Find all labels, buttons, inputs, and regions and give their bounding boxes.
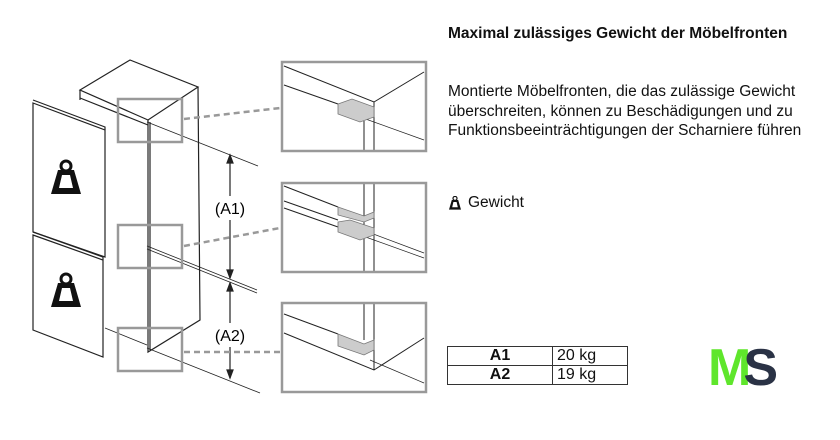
weight-icon [51, 272, 81, 307]
ms-logo: MS [708, 339, 778, 397]
weight-icon [51, 159, 81, 194]
table-key: A1 [447, 346, 553, 366]
table-value: 20 kg [552, 346, 628, 366]
hinge-detail-middle [280, 181, 428, 274]
label-a2: (A2) [215, 328, 245, 345]
table-value: 19 kg [552, 365, 628, 385]
hinge-detail-bottom [280, 301, 428, 394]
legend-label: Gewicht [468, 194, 524, 211]
section-heading: Maximal zulässiges Gewicht der Möbelfron… [448, 25, 788, 42]
table-key: A2 [447, 365, 553, 385]
hinge-highlight-middle [116, 223, 184, 270]
weight-icon [449, 196, 461, 210]
hinge-detail-top [280, 60, 428, 153]
fridge-installation-diagram: (A1) (A2) [32, 59, 428, 394]
cabinet [78, 59, 201, 354]
table-row: A1 20 kg [447, 346, 628, 366]
legend: Gewicht [448, 194, 524, 212]
hinge-highlight-top [116, 97, 184, 144]
table-row: A2 19 kg [447, 365, 628, 385]
hinge-highlight-bottom [116, 326, 184, 373]
label-a1: (A1) [215, 201, 245, 218]
weight-table: A1 20 kg A2 19 kg [447, 346, 628, 385]
description-text: Montierte Möbelfronten, die das zulässig… [448, 83, 802, 139]
